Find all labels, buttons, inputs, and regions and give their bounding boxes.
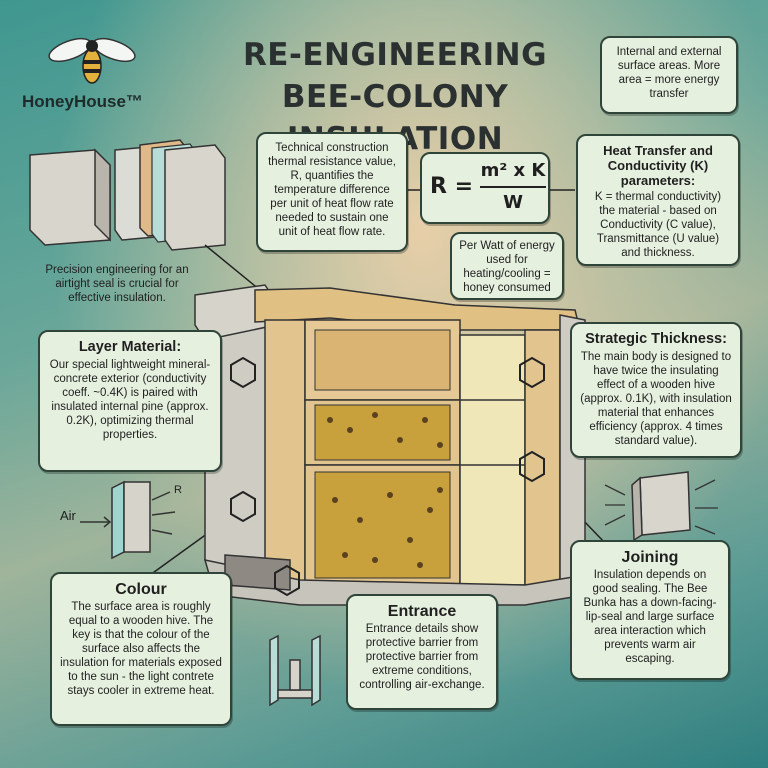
colour-heading: Colour	[115, 581, 167, 598]
r-label: R	[174, 484, 182, 496]
hexagon-markers	[230, 356, 545, 597]
hexagon-icon	[519, 450, 545, 483]
surface-area-note: Internal and external surface areas. Mor…	[600, 36, 738, 114]
strategic-thickness-body: The main body is designed to have twice …	[580, 351, 732, 447]
layer-material-body: Our special lightweight mineral-concrete…	[49, 359, 211, 441]
per-watt-text: Per Watt of energy used for heating/cool…	[459, 240, 555, 294]
air-flow-diagram	[80, 480, 176, 560]
hive-illustration	[194, 284, 586, 606]
precision-note: Precision engineering for an airtight se…	[45, 264, 189, 304]
entrance-panel: Entrance Entrance details show protectiv…	[346, 594, 498, 710]
joining-body: Insulation depends on good sealing. The …	[583, 569, 717, 665]
entrance-profile-illustration	[269, 634, 321, 707]
surface-area-text: Internal and external surface areas. Mor…	[616, 46, 722, 100]
hexagon-icon	[230, 356, 256, 389]
colour-body: The surface area is roughly equal to a w…	[60, 601, 222, 697]
joining-sample-illustration	[604, 471, 718, 542]
formula-box: R = m² x K W	[420, 152, 550, 224]
conductivity-heading: Heat Transfer and Conductivity (K) param…	[603, 143, 713, 188]
formula-denominator: W	[503, 192, 523, 213]
formula-lhs: R =	[430, 174, 474, 199]
entrance-heading: Entrance	[387, 603, 457, 620]
joining-panel: Joining Insulation depends on good seali…	[570, 540, 730, 680]
colour-panel: Colour The surface area is roughly equal…	[50, 572, 232, 726]
air-label: Air	[60, 508, 76, 523]
conductivity-panel: Heat Transfer and Conductivity (K) param…	[576, 134, 740, 266]
hexagon-icon	[519, 356, 545, 389]
strategic-thickness-panel: Strategic Thickness: The main body is de…	[570, 322, 742, 458]
strategic-thickness-heading: Strategic Thickness:	[585, 331, 727, 347]
conductivity-body: K = thermal conductivity) the material -…	[594, 191, 722, 259]
hexagon-icon	[230, 490, 256, 523]
formula-fraction-bar	[480, 186, 546, 188]
entrance-body: Entrance details show protective barrier…	[359, 623, 485, 691]
brand-name: HoneyHouse™	[22, 92, 143, 111]
title-line-1: RE-ENGINEERING	[242, 37, 548, 73]
page-title: RE-ENGINEERING BEE-COLONY INSULATION	[190, 34, 600, 160]
joining-heading: Joining	[621, 549, 679, 566]
formula-numerator: m² x K	[480, 160, 546, 181]
layer-material-panel: Layer Material: Our special lightweight …	[38, 330, 222, 472]
layer-material-heading: Layer Material:	[78, 339, 182, 355]
resistance-text: Technical construction thermal resistanc…	[268, 142, 396, 238]
bee-logo-icon	[48, 37, 136, 84]
hexagon-icon	[274, 564, 300, 597]
resistance-note: Technical construction thermal resistanc…	[256, 132, 408, 252]
wall-layers-illustration	[29, 139, 226, 251]
per-watt-note: Per Watt of energy used for heating/cool…	[450, 232, 564, 300]
